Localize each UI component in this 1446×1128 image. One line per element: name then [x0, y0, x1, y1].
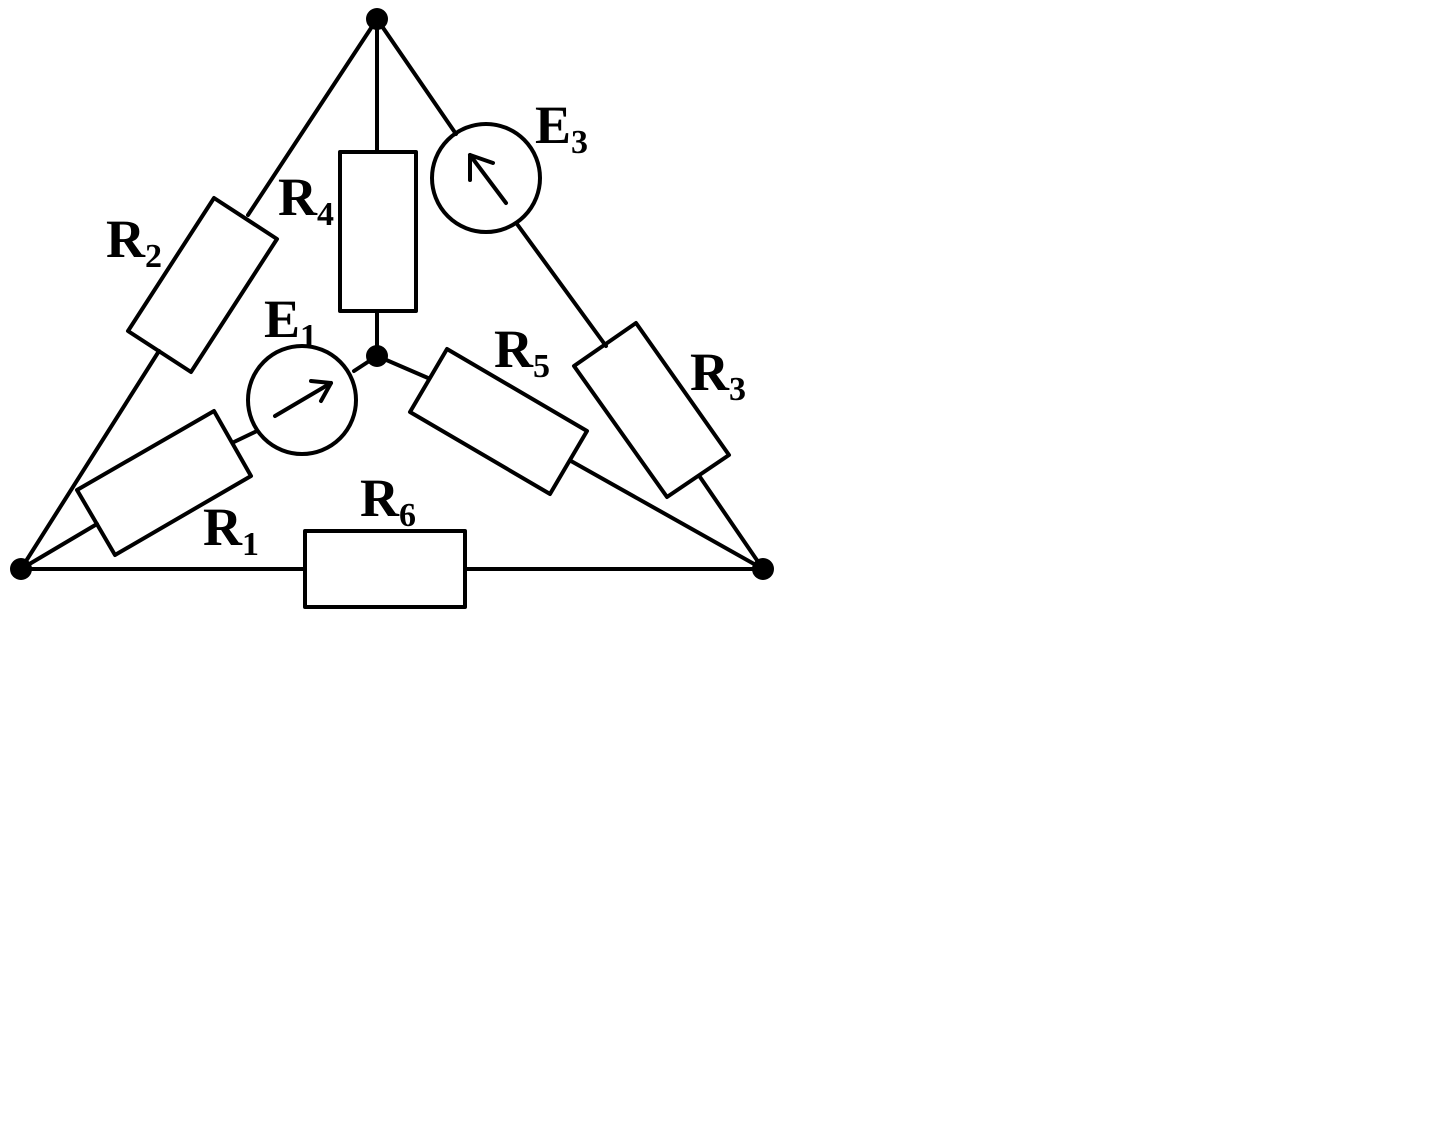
- resistor-r1: [75, 409, 253, 557]
- label-r4: R4: [278, 167, 334, 233]
- resistor-r6: [303, 529, 467, 609]
- e3-arrow: [468, 153, 508, 205]
- branch-e1-r1: [19, 344, 379, 571]
- e1-arrow: [273, 381, 333, 418]
- e3-arrowhead: [468, 153, 495, 182]
- voltage-source-e3: [430, 122, 542, 234]
- node-bottom-right: [752, 558, 774, 580]
- label-r1: R1: [203, 497, 259, 563]
- branch-r4: [338, 17, 418, 358]
- branch-e3-r3: [375, 17, 765, 571]
- resistor-r4: [338, 150, 418, 313]
- label-r6: R6: [360, 468, 416, 534]
- node-bottom-left: [10, 558, 32, 580]
- resistor-r5: [408, 347, 589, 496]
- node-top: [366, 8, 388, 30]
- branch-r6: [19, 529, 765, 609]
- label-e3: E3: [535, 95, 589, 161]
- resistor-r2: [126, 196, 279, 374]
- branch-r2: [19, 17, 379, 571]
- node-center: [366, 345, 388, 367]
- voltage-source-e1: [246, 344, 358, 456]
- label-r5: R5: [494, 319, 550, 385]
- label-r3: R3: [690, 342, 746, 408]
- label-e1: E1: [264, 289, 318, 355]
- label-r2: R2: [106, 209, 162, 275]
- resistor-r3: [572, 321, 731, 499]
- e1-arrowhead: [309, 379, 333, 403]
